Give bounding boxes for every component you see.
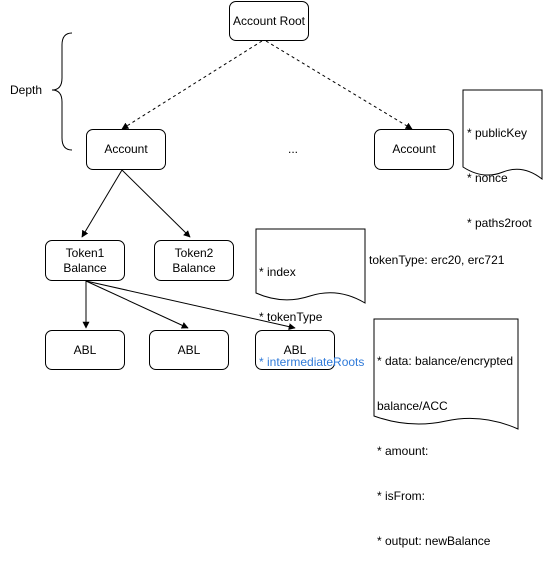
abl-note-line: * data: balance/encrypted: [377, 354, 514, 368]
token-note-line: * intermediateRoots: [259, 355, 365, 369]
abl-node-1: ABL: [45, 330, 125, 370]
account-node-right: Account: [374, 129, 454, 170]
abl-node-3: ABL: [255, 330, 335, 370]
depth-label: Depth: [10, 83, 43, 97]
token-note-line: * index: [259, 265, 296, 279]
edge-account-to-token2: [121, 169, 191, 238]
edge-root-to-account-left: [121, 40, 263, 130]
account-note: * publicKey * nonce * paths2root: [467, 96, 532, 246]
account-node-left: Account: [86, 129, 166, 170]
abl-node-2: ABL: [149, 330, 229, 370]
ellipsis-label: ...: [288, 142, 299, 156]
abl-note: * data: balance/encrypted balance/ACC * …: [377, 324, 513, 564]
token-note-line: * tokenType: [259, 310, 323, 324]
depth-brace: [51, 32, 73, 151]
token-note-shape: [255, 228, 366, 304]
token2-balance-node: Token2 Balance: [154, 240, 234, 281]
diagram-canvas: [51, 32, 543, 430]
account-note-line: * nonce: [467, 171, 508, 185]
account-root-node: Account Root: [229, 1, 309, 41]
abl-note-line: * isFrom:: [377, 489, 425, 503]
edge-token1-to-abl3: [85, 280, 296, 331]
edge-account-to-token1: [81, 169, 123, 238]
edge-root-to-account-right: [265, 40, 413, 130]
account-note-line: * publicKey: [467, 126, 528, 140]
abl-note-shape: [373, 318, 519, 430]
token-type-values-label: tokenType: erc20, erc721: [369, 253, 505, 267]
account-note-shape: [462, 89, 543, 181]
token-note: * index * tokenType * intermediateRoots: [259, 235, 364, 385]
abl-note-line: * output: newBalance: [377, 534, 491, 548]
account-note-line: * paths2root: [467, 216, 532, 230]
edge-token1-to-abl2: [85, 280, 189, 329]
abl-note-line: balance/ACC: [377, 399, 448, 413]
token1-balance-node: Token1 Balance: [45, 240, 125, 281]
abl-note-line: * amount:: [377, 444, 429, 458]
